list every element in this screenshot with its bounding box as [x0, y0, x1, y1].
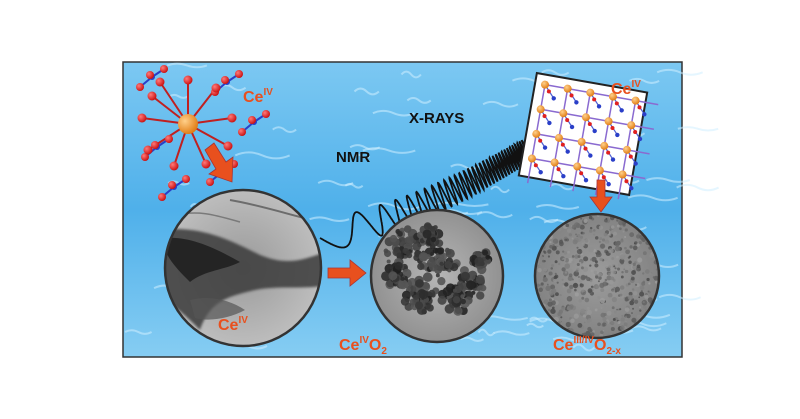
label-nmr: NMR	[336, 149, 370, 166]
x-ray-wave-icon	[319, 139, 533, 249]
label-ceiv-top-right: CeIV	[611, 79, 641, 98]
label-x-rays: X-RAYS	[409, 110, 464, 127]
arrow-molecule-to-tem	[204, 142, 234, 183]
arrow-tem-to-ceo2	[327, 259, 367, 287]
tem-image-ceo2x-nanoparticles	[533, 212, 661, 340]
label-ceiv-top-left: CeIV	[243, 87, 273, 106]
label-ceiv-big-circle: CeIV	[218, 315, 248, 334]
label-ceivo2: CeIVO2	[339, 335, 387, 357]
label-ceiii-iv-o2x: CeIII/IVO2-x	[553, 335, 621, 357]
tem-image-ceiv-precursor	[163, 188, 323, 348]
tem-image-ceo2-nanoparticles	[369, 208, 505, 344]
crystal-lattice-icon	[517, 71, 659, 200]
arrow-crystal-to-tem	[589, 179, 613, 213]
